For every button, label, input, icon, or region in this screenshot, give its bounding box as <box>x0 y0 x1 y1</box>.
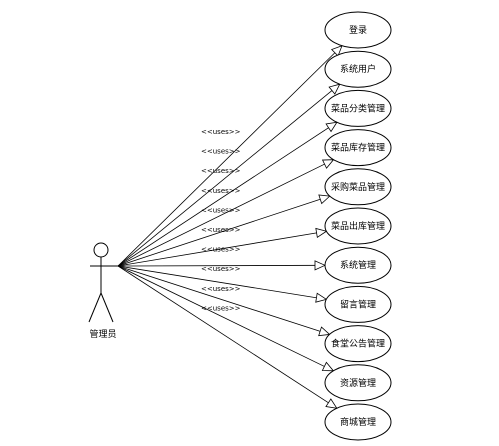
use-case-ellipse[interactable] <box>324 285 392 323</box>
arrowhead <box>321 361 335 372</box>
arrowhead <box>315 227 328 239</box>
stereotype-label: <<uses>> <box>201 187 241 195</box>
stereotype-label: <<uses>> <box>201 226 241 234</box>
association-line <box>117 265 327 300</box>
arrowhead <box>318 326 331 337</box>
stereotype-labels-group: <<uses>> <<uses>> <<uses>> <<uses>> <<uses>>… <box>201 128 241 312</box>
use-case-ellipse[interactable] <box>324 246 392 284</box>
actor-manager: 管理员 <box>88 242 118 340</box>
arrowhead <box>328 83 341 95</box>
stereotype-label: <<uses>> <box>201 304 241 312</box>
association-line <box>117 159 334 267</box>
use-case-ellipse[interactable] <box>324 364 392 402</box>
association-line <box>117 83 340 267</box>
use-case-label: 菜品出库管理 <box>331 220 385 232</box>
association-line <box>117 265 334 372</box>
use-case-label: 留言管理 <box>340 298 376 310</box>
association-line <box>117 45 343 267</box>
use-case-ellipse[interactable] <box>324 168 392 206</box>
association-line <box>117 264 326 267</box>
association-line <box>117 265 330 335</box>
use-case-ellipse[interactable] <box>324 11 392 49</box>
arrowhead <box>315 292 328 303</box>
use-case-label: 食堂公告管理 <box>331 338 385 350</box>
use-case-ellipse[interactable] <box>324 50 392 88</box>
use-case-label: 系统管理 <box>340 259 376 271</box>
actor-left-leg <box>88 292 102 323</box>
stereotype-label: <<uses>> <box>201 285 241 293</box>
use-case-ellipse[interactable] <box>324 403 392 441</box>
association-line <box>117 230 327 267</box>
use-case-ellipse[interactable] <box>324 207 392 245</box>
stereotype-label: <<uses>> <box>201 167 241 175</box>
arrowhead <box>314 260 326 271</box>
stereotype-label: <<uses>> <box>201 128 241 136</box>
arrowhead <box>321 159 335 169</box>
use-case-label: 采购菜品管理 <box>331 181 385 193</box>
use-case-label: 系统用户 <box>340 63 376 75</box>
actor-right-leg <box>100 292 114 323</box>
actor-head <box>93 242 109 258</box>
use-cases-group: 登录系统用户菜品分类管理菜品库存管理采购菜品管理菜品出库管理系统管理留言管理食堂… <box>324 11 392 441</box>
use-case-ellipse[interactable] <box>324 89 392 127</box>
association-line <box>117 195 330 267</box>
association-line <box>117 265 338 409</box>
actor-name: 管理员 <box>89 328 116 340</box>
use-case-ellipse[interactable] <box>324 325 392 363</box>
arrowhead <box>330 45 343 57</box>
arrowhead <box>325 398 338 409</box>
associations-group <box>117 45 343 409</box>
association-line <box>117 121 338 267</box>
use-case-label: 菜品库存管理 <box>331 142 385 154</box>
use-case-label: 资源管理 <box>340 377 376 389</box>
arrowhead <box>318 194 331 205</box>
stereotype-label: <<uses>> <box>201 148 241 156</box>
stereotype-label: <<uses>> <box>201 246 241 254</box>
stereotype-label: <<uses>> <box>201 206 241 214</box>
use-case-ellipse[interactable] <box>324 129 392 167</box>
use-case-label: 菜品分类管理 <box>331 102 385 114</box>
arrowhead <box>325 121 338 133</box>
use-case-label: 商城管理 <box>340 416 376 428</box>
stereotype-label: <<uses>> <box>201 265 241 273</box>
use-case-label: 登录 <box>349 25 367 36</box>
